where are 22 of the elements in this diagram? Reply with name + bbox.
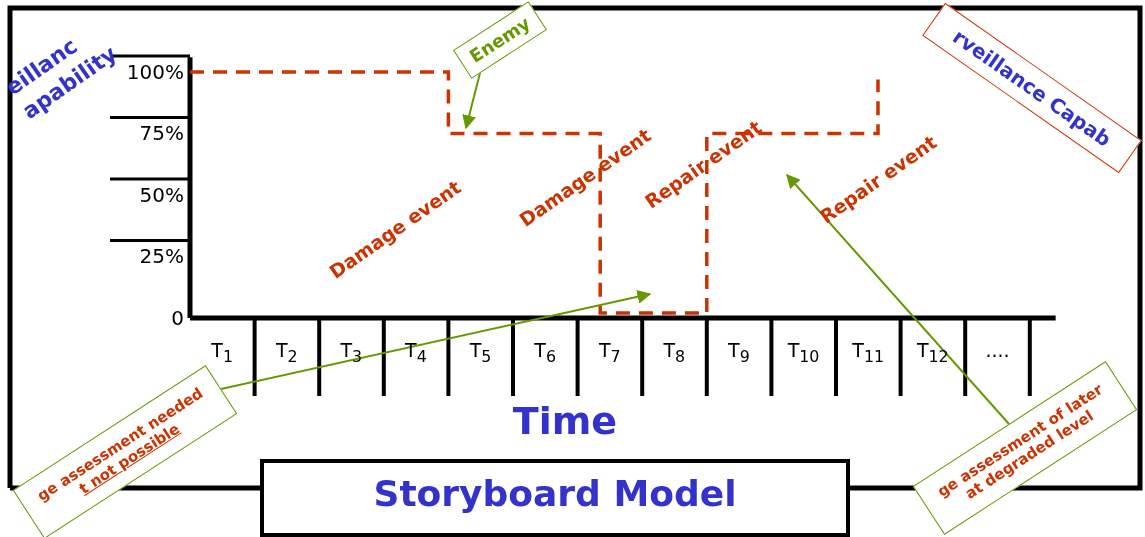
tick-label: T$_{5}$ <box>469 340 492 366</box>
tick-label: T$_{11}$ <box>852 340 885 366</box>
tick-label: T$_{6}$ <box>534 340 556 366</box>
tick-label: T$_{2}$ <box>275 340 298 366</box>
tick-label: 100% <box>126 60 184 84</box>
title-text: Storyboard Model <box>373 473 737 515</box>
arrow <box>462 72 481 130</box>
arrow <box>786 173 1010 425</box>
tick-label: T$_{10}$ <box>787 340 820 366</box>
tick-label: T$_{12}$ <box>916 340 949 366</box>
tick-label: T$_{9}$ <box>728 340 750 366</box>
tick-label: T$_{1}$ <box>211 340 233 366</box>
tick-label: 0 <box>171 306 184 330</box>
tick-label: 50% <box>139 183 184 207</box>
tick-label: T$_{7}$ <box>598 340 621 366</box>
title-box <box>260 459 850 537</box>
axis-title: Time <box>511 400 619 444</box>
tick-label: T$_{8}$ <box>663 340 686 366</box>
tick-label: 75% <box>139 122 184 145</box>
tick-label: 25% <box>139 245 184 268</box>
arrow <box>220 289 652 390</box>
tick-label: .... <box>985 340 1010 362</box>
